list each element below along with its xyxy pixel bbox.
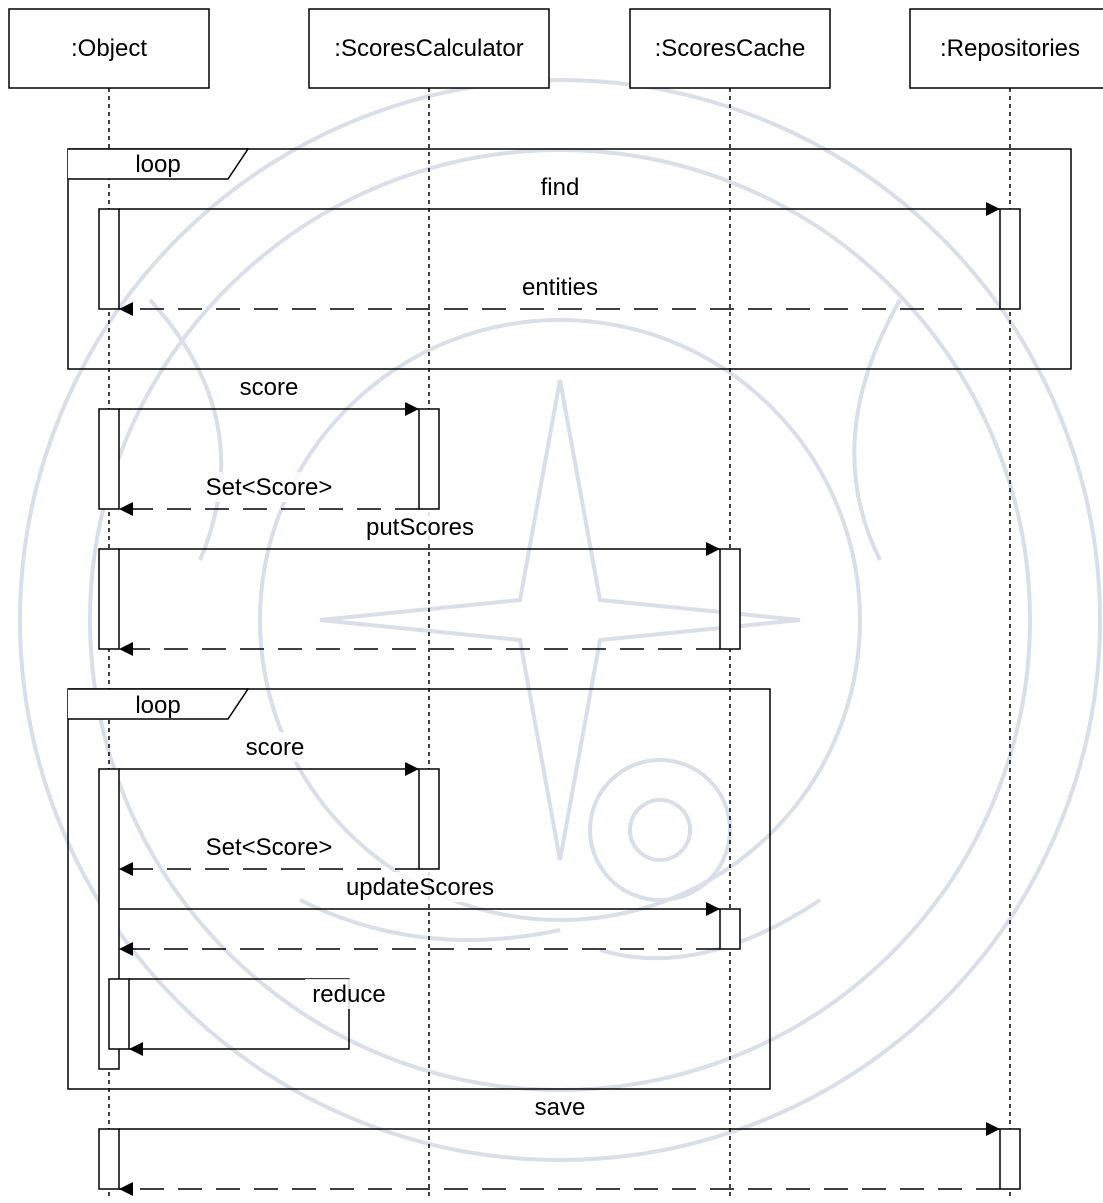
message-save-label: save (535, 1094, 586, 1121)
loop-frame-2-label: loop (135, 692, 180, 719)
activation-object-self (109, 979, 129, 1049)
participant-scores-calculator: :ScoresCalculator (309, 9, 549, 88)
participant-repositories-label: :Repositories (940, 35, 1080, 62)
activation-repositories-2 (1000, 1129, 1020, 1189)
messages (119, 209, 1000, 1189)
participant-scores-cache: :ScoresCache (630, 9, 830, 88)
message-score-2-label: score (246, 734, 305, 761)
activation-object-3 (99, 549, 119, 649)
activation-object-2 (99, 409, 119, 509)
activation-object-5 (99, 1129, 119, 1189)
lifelines (109, 88, 1010, 1200)
participant-object: :Object (9, 9, 209, 88)
message-find-label: find (541, 174, 580, 201)
participant-repositories: :Repositories (910, 9, 1103, 88)
message-set-score-2-label: Set<Score> (206, 834, 333, 861)
message-update-scores-label: updateScores (346, 874, 494, 901)
activation-repositories-1 (1000, 209, 1020, 309)
message-entities-label: entities (522, 274, 598, 301)
participant-scores-calculator-label: :ScoresCalculator (334, 35, 523, 62)
watermark-seal (20, 80, 1100, 1160)
activation-scores-calculator-1 (419, 409, 439, 509)
loop-frame-1-label: loop (135, 151, 180, 178)
activation-scores-cache-1 (720, 549, 740, 649)
activation-scores-cache-2 (720, 909, 740, 949)
activation-object-1 (99, 209, 119, 309)
activation-scores-calculator-2 (419, 769, 439, 869)
participant-object-label: :Object (71, 35, 147, 62)
message-set-score-1-label: Set<Score> (206, 474, 333, 501)
message-score-1-label: score (240, 374, 299, 401)
message-reduce-label: reduce (312, 981, 385, 1008)
message-put-scores-label: putScores (366, 514, 474, 541)
participant-scores-cache-label: :ScoresCache (655, 35, 806, 62)
